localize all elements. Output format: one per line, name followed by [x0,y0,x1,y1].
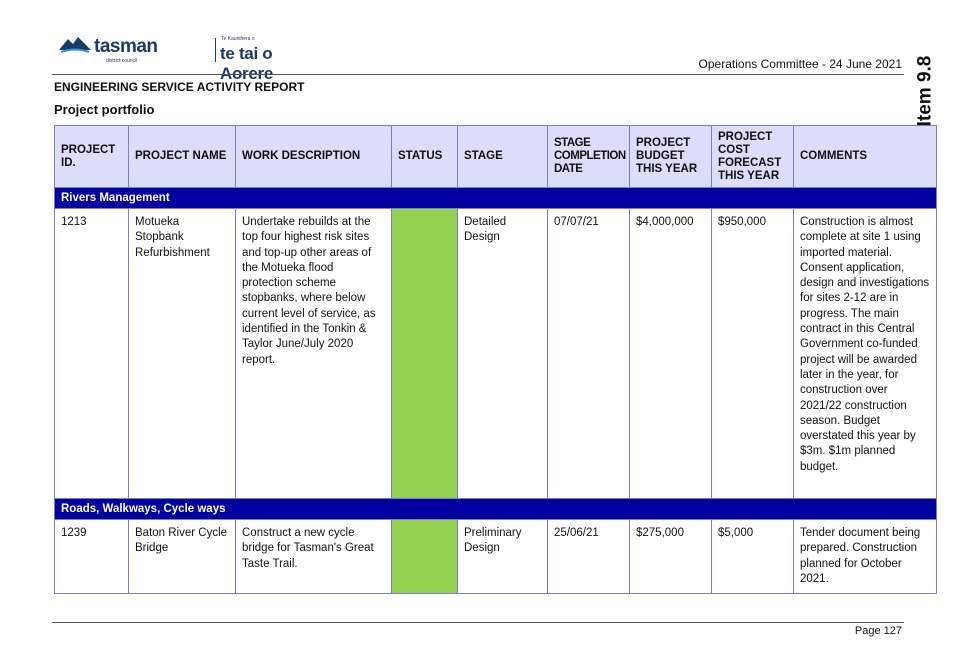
cell-forecast: $950,000 [711,208,794,499]
logo-maori-wordmark: te tai o Aorere [220,44,274,83]
logo-wordmark: tasman [94,36,158,57]
cell-work-description: Undertake rebuilds at the top four highe… [235,208,392,499]
header-budget: PROJECT BUDGET THIS YEAR [629,125,712,188]
footer-divider [52,622,904,623]
header-work-description: WORK DESCRIPTION [235,125,392,188]
cell-status-indicator [391,518,458,595]
logo-divider [215,38,216,62]
project-table: PROJECT ID. PROJECT NAME WORK DESCRIPTIO… [54,125,937,595]
logo-maori-subtitle: Te Kaunihera o [221,36,255,42]
report-title: ENGINEERING SERVICE ACTIVITY REPORT [54,80,305,94]
cell-comments: Construction is almost complete at site … [793,208,937,499]
cell-work-description: Construct a new cycle bridge for Tasman'… [235,518,392,595]
cell-project-name: Baton River Cycle Bridge [128,518,236,595]
header-stage: STAGE [457,125,548,188]
cell-project-id: 1239 [54,518,129,595]
cell-budget: $275,000 [629,518,712,595]
group-row-roads: Roads, Walkways, Cycle ways [54,498,937,520]
header-status: STATUS [391,125,458,188]
cell-stage: Detailed Design [457,208,548,499]
group-label: Roads, Walkways, Cycle ways [54,498,937,520]
cell-budget: $4,000,000 [629,208,712,499]
table-header-row: PROJECT ID. PROJECT NAME WORK DESCRIPTIO… [54,125,937,188]
table-row: 1213 Motueka Stopbank Refurbishment Unde… [54,208,937,499]
item-label: Item 9.8 [912,56,940,130]
mountain-logo-icon [59,37,91,53]
cell-stage: Preliminary Design [457,518,548,595]
header-divider [52,74,904,75]
group-label: Rivers Management [54,187,937,209]
cell-project-id: 1213 [54,208,129,499]
header-project-id: PROJECT ID. [54,125,129,188]
cell-comments: Tender document being prepared. Construc… [793,518,937,595]
group-row-rivers: Rivers Management [54,187,937,209]
cell-status-indicator [391,208,458,499]
header-project-name: PROJECT NAME [128,125,236,188]
cell-completion-date: 07/07/21 [547,208,630,499]
council-logo: tasman district council Te Kaunihera o t… [58,30,273,83]
header-stage-completion: STAGE COMPLETION DATE [547,125,630,188]
header-forecast: PROJECT COST FORECAST THIS YEAR [711,125,794,188]
header-comments: COMMENTS [793,125,937,188]
cell-completion-date: 25/06/21 [547,518,630,595]
committee-date: Operations Committee - 24 June 2021 [698,57,902,71]
page-number: Page 127 [854,625,902,637]
table-row: 1239 Baton River Cycle Bridge Construct … [54,518,937,595]
logo-subtitle: district council [106,58,138,64]
item-label-text: Item 9.8 [914,55,936,127]
section-title: Project portfolio [54,102,155,117]
cell-forecast: $5,000 [711,518,794,595]
cell-project-name: Motueka Stopbank Refurbishment [128,208,236,499]
